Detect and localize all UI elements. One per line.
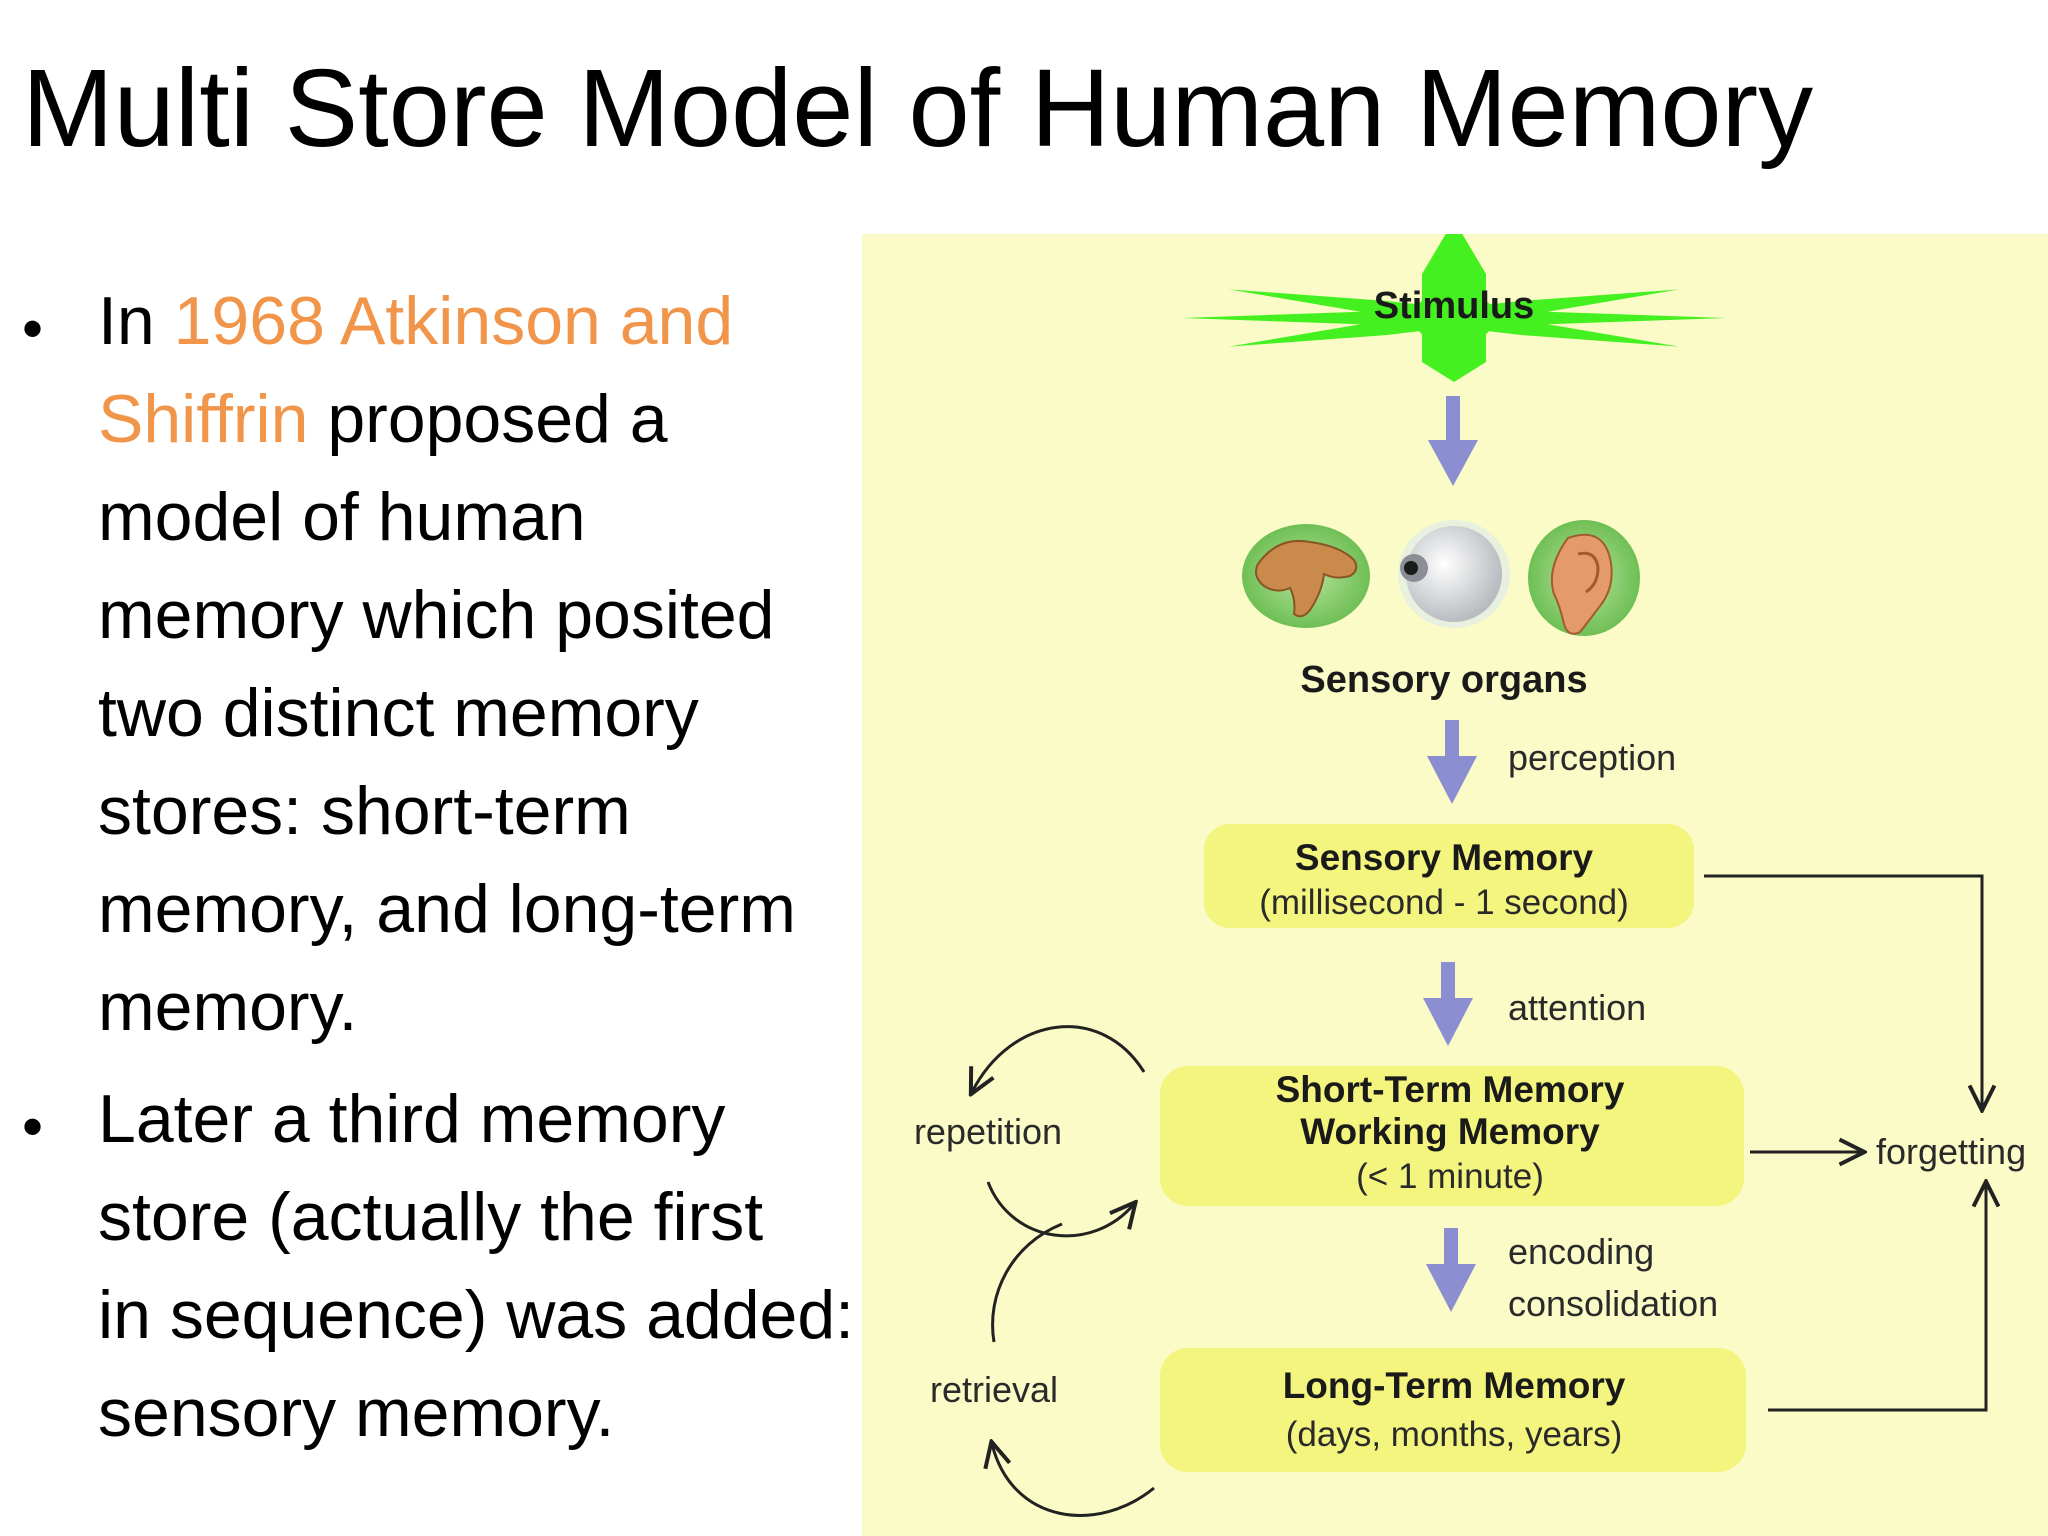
short-term-memory-box: Short-Term Memory Working Memory (< 1 mi… bbox=[1160, 1066, 1744, 1206]
bullet-text-segment: sensory memory. bbox=[98, 1375, 615, 1451]
bullet-line: two distinct memory bbox=[98, 664, 928, 762]
perception-label: perception bbox=[1508, 737, 1676, 778]
bullet-text-segment: memory, and long-term bbox=[98, 871, 796, 947]
retrieval-loop-arrows bbox=[992, 1222, 1155, 1517]
bullet-text-segment: in sequence) was added: bbox=[98, 1277, 855, 1353]
bullet-line: Shiffrin proposed a bbox=[98, 370, 928, 468]
sensory-memory-duration: (millisecond - 1 second) bbox=[1259, 883, 1629, 922]
bullet-marker: • bbox=[22, 295, 44, 362]
bullet-line: model of human bbox=[98, 468, 928, 566]
retrieval-label: retrieval bbox=[930, 1369, 1058, 1410]
arrow-stimulus-to-organs bbox=[1428, 396, 1478, 486]
short-term-memory-duration: (< 1 minute) bbox=[1356, 1157, 1544, 1196]
highlighted-citation-text: Shiffrin bbox=[98, 381, 309, 457]
bullet-line: memory, and long-term bbox=[98, 860, 928, 958]
bullet-line: store (actually the first bbox=[98, 1168, 928, 1266]
repetition-loop-arrows bbox=[972, 1025, 1146, 1238]
bullet-line: stores: short-term bbox=[98, 762, 928, 860]
bullet-text-segment: two distinct memory bbox=[98, 675, 699, 751]
bullet-line: sensory memory. bbox=[98, 1364, 928, 1462]
bullet-line: memory which posited bbox=[98, 566, 928, 664]
arrow-perception bbox=[1427, 720, 1477, 804]
bullet-line: In 1968 Atkinson and bbox=[98, 272, 928, 370]
stimulus-star: Stimulus bbox=[1182, 234, 1726, 382]
memory-model-diagram-panel: Stimulus Sensory organ bbox=[862, 234, 2048, 1536]
arrow-attention bbox=[1423, 962, 1473, 1046]
consolidation-label: consolidation bbox=[1508, 1283, 1718, 1324]
bullet-text-segment: store (actually the first bbox=[98, 1179, 764, 1255]
short-term-memory-title: Short-Term Memory bbox=[1276, 1069, 1625, 1110]
bullet-text-segment: memory. bbox=[98, 969, 358, 1045]
bullet-text-segment: stores: short-term bbox=[98, 773, 631, 849]
hand-icon bbox=[1242, 524, 1370, 628]
repetition-label: repetition bbox=[914, 1111, 1062, 1152]
eye-icon bbox=[1398, 520, 1510, 628]
long-term-memory-box: Long-Term Memory (days, months, years) bbox=[1160, 1348, 1746, 1472]
forgetting-connectors bbox=[1704, 874, 1986, 1412]
forgetting-label: forgetting bbox=[1876, 1131, 2026, 1172]
sensory-memory-box: Sensory Memory (millisecond - 1 second) bbox=[1204, 824, 1694, 928]
highlighted-citation-text: 1968 Atkinson and bbox=[173, 283, 734, 359]
bullet-line: memory. bbox=[98, 958, 928, 1056]
sensory-memory-title: Sensory Memory bbox=[1295, 837, 1594, 878]
bullet-line: Later a third memory bbox=[98, 1070, 928, 1168]
bullet-line: in sequence) was added: bbox=[98, 1266, 928, 1364]
sensory-organs-group bbox=[1242, 520, 1640, 636]
sensory-organs-label: Sensory organs bbox=[1300, 659, 1587, 701]
arrow-encoding bbox=[1426, 1228, 1476, 1312]
bullet-text-segment: model of human bbox=[98, 479, 586, 555]
bullet-text-segment: In bbox=[98, 283, 174, 359]
bullet-text-segment: proposed a bbox=[308, 381, 668, 457]
encoding-label: encoding bbox=[1508, 1231, 1654, 1272]
bullet-text-segment: memory which posited bbox=[98, 577, 775, 653]
slide-title: Multi Store Model of Human Memory bbox=[22, 47, 1814, 170]
working-memory-title: Working Memory bbox=[1300, 1111, 1600, 1152]
attention-label: attention bbox=[1508, 987, 1646, 1028]
long-term-memory-duration: (days, months, years) bbox=[1286, 1415, 1623, 1454]
stimulus-label: Stimulus bbox=[1374, 285, 1534, 327]
long-term-memory-title: Long-Term Memory bbox=[1283, 1365, 1626, 1406]
bullet-text-segment: Later a third memory bbox=[98, 1081, 726, 1157]
bullet-marker: • bbox=[22, 1093, 44, 1160]
ear-icon bbox=[1528, 520, 1640, 636]
stimulus-star-spike bbox=[1422, 234, 1486, 382]
